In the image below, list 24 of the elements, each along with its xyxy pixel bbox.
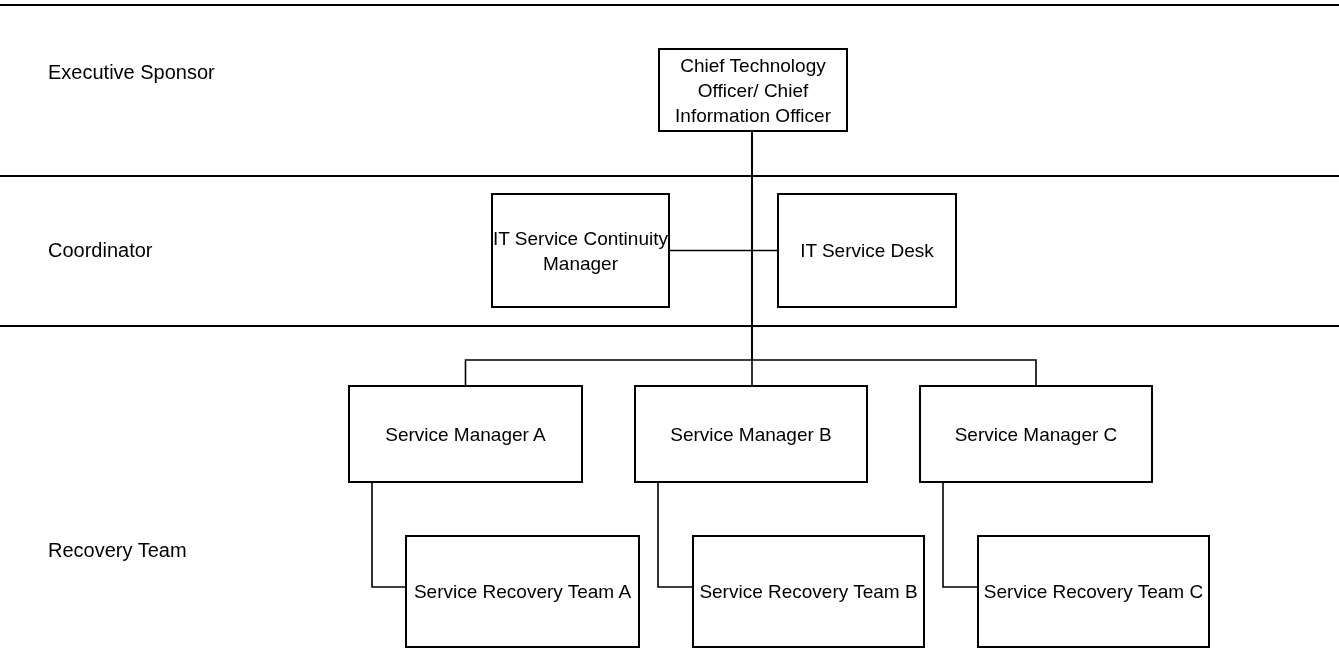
lane-label: Recovery Team bbox=[48, 538, 187, 562]
connector-line bbox=[942, 482, 978, 588]
role-box bbox=[977, 535, 1210, 648]
role-title: Service Manager B bbox=[670, 422, 832, 447]
connector-line bbox=[371, 482, 406, 588]
role-box bbox=[919, 385, 1153, 483]
role-box bbox=[658, 48, 848, 132]
role-box bbox=[634, 385, 868, 483]
role-title: IT Service Continuity Manager bbox=[493, 226, 668, 276]
role-title: Service Recovery Team B bbox=[699, 580, 918, 604]
role-box bbox=[692, 535, 925, 648]
role-title: Service Manager A bbox=[385, 422, 546, 447]
role-box bbox=[491, 193, 670, 308]
role-box bbox=[348, 385, 583, 483]
role-title: Chief Technology Officer/ Chief Information Officer bbox=[674, 53, 832, 128]
role-title: Service Manager C bbox=[954, 422, 1118, 447]
role-title: IT Service Desk bbox=[800, 239, 934, 263]
role-title: Service Recovery Team A bbox=[413, 580, 632, 604]
lane-label: Coordinator bbox=[48, 238, 153, 262]
role-title: Service Recovery Team C bbox=[983, 580, 1204, 604]
role-box bbox=[405, 535, 640, 648]
lane-label: Executive Sponsor bbox=[48, 60, 215, 84]
role-box bbox=[777, 193, 957, 308]
connector-line bbox=[657, 482, 693, 588]
